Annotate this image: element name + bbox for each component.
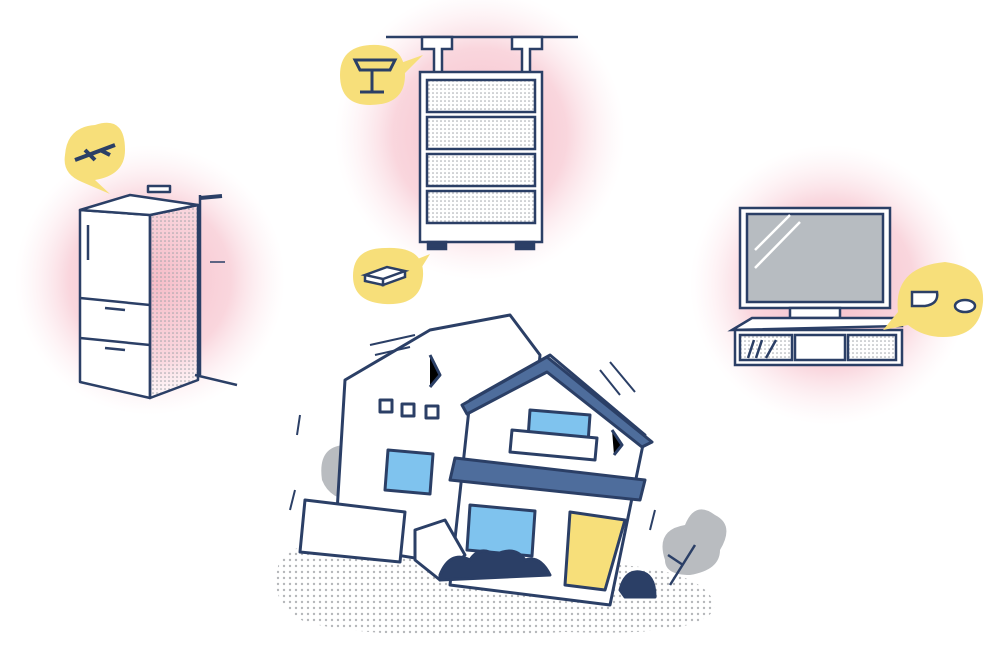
shrub-right — [662, 509, 727, 575]
tv-set — [727, 206, 904, 367]
anti-slip-pad-icon — [353, 247, 430, 305]
tension-rod-icon — [340, 44, 423, 105]
tv-anchor-icon — [883, 262, 984, 337]
fridge-strap-icon — [64, 122, 125, 194]
damaged-house — [289, 313, 657, 607]
refrigerator — [78, 184, 238, 400]
drawer-chest — [418, 35, 544, 251]
